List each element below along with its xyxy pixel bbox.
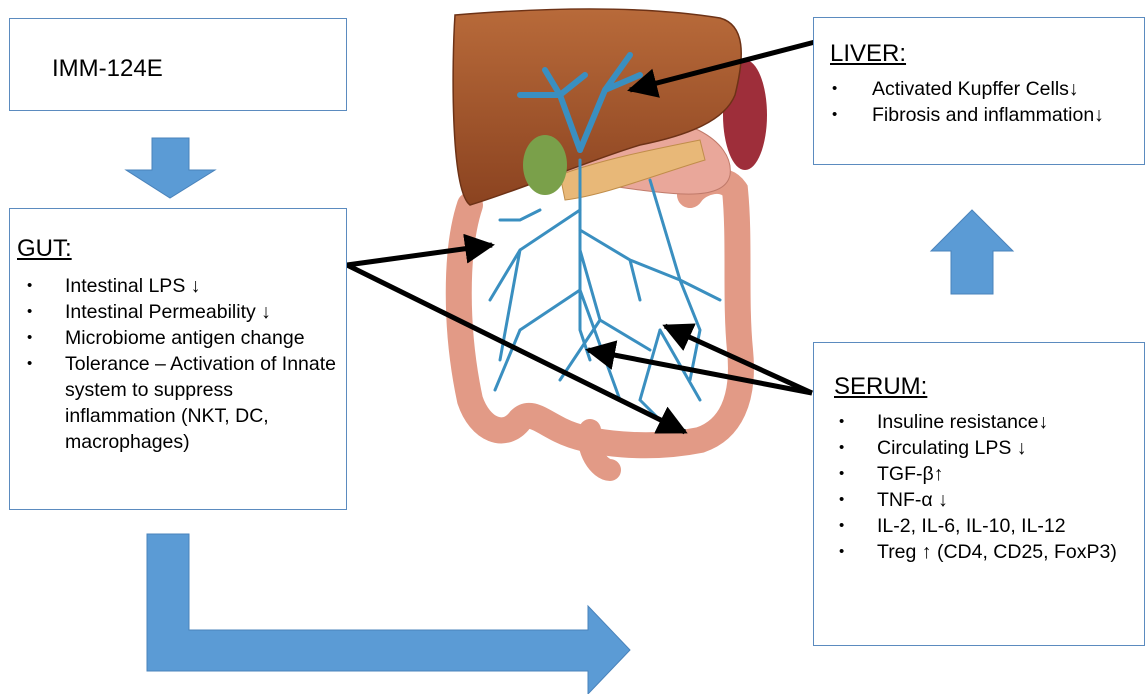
list-item: Intestinal LPS ↓ [17,273,347,299]
list-item: Insuline resistance↓ [829,409,1144,435]
list-item: TNF-α ↓ [829,487,1144,513]
list-item: Activated Kupffer Cells↓ [822,76,1145,102]
serum-box: SERUM: Insuline resistance↓ Circulating … [813,342,1145,646]
up-arrow [931,210,1013,294]
list-item: Fibrosis and inflammation↓ [822,102,1145,128]
list-item: IL-2, IL-6, IL-10, IL-12 [829,513,1144,539]
down-arrow [126,138,215,198]
list-item: Microbiome antigen change [17,325,347,351]
serum-heading: SERUM: [834,373,927,401]
list-item: Intestinal Permeability ↓ [17,299,347,325]
serum-pointer-1 [588,350,812,393]
list-item: TGF-β↑ [829,461,1144,487]
list-item: Treg ↑ (CD4, CD25, FoxP3) [829,539,1144,565]
gut-box: GUT: Intestinal LPS ↓ Intestinal Permeab… [9,208,347,510]
drug-name: IMM-124E [52,55,163,83]
list-item: Tolerance – Activation of Innate system … [17,351,347,455]
elbow-arrow [147,534,630,694]
gut-list: Intestinal LPS ↓ Intestinal Permeability… [17,273,347,455]
drug-box: IMM-124E [9,18,347,111]
anatomy-illustration [453,9,767,470]
serum-list: Insuline resistance↓ Circulating LPS ↓ T… [829,409,1144,565]
gallbladder-shape [523,135,567,195]
liver-list: Activated Kupffer Cells↓ Fibrosis and in… [822,76,1145,128]
liver-box: LIVER: Activated Kupffer Cells↓ Fibrosis… [813,17,1145,165]
gut-heading: GUT: [17,235,72,263]
liver-heading: LIVER: [830,40,906,68]
list-item: Circulating LPS ↓ [829,435,1144,461]
